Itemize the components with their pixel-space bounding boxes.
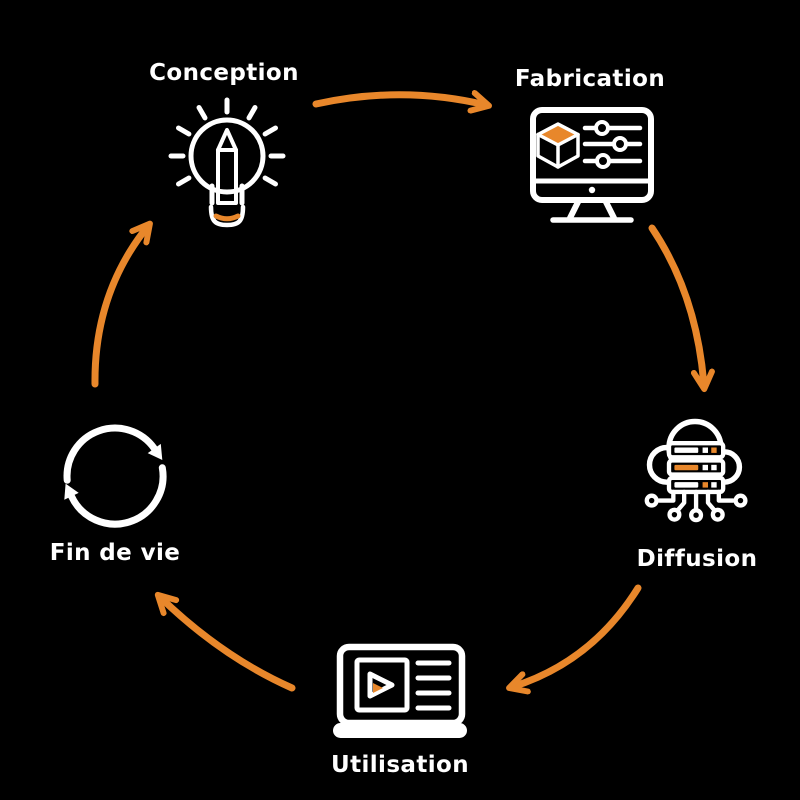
arrow-diffusion-to-utilisation [512, 584, 642, 687]
arrow-fabrication-to-diffusion [648, 224, 704, 386]
arrow-conception-to-fabrication [312, 95, 486, 105]
arrow-utilisation-to-fin-de-vie [160, 597, 296, 692]
arrow-fin-de-vie-to-conception [91, 226, 148, 388]
